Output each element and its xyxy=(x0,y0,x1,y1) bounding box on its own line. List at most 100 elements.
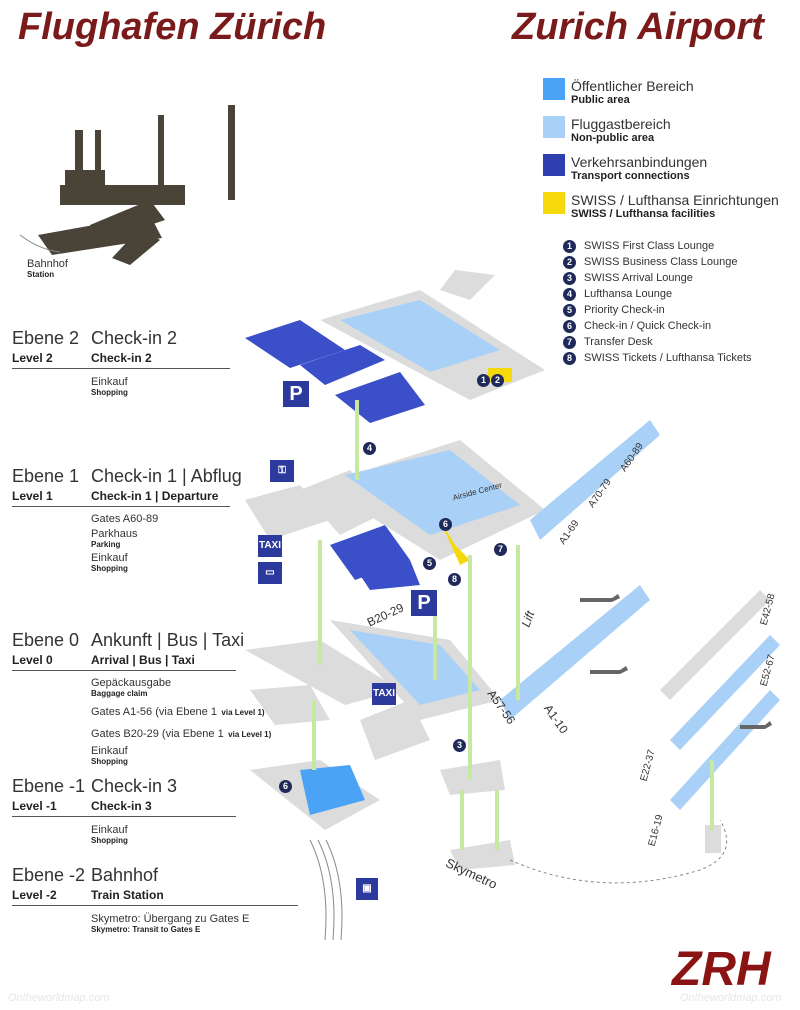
title-english: Zurich Airport xyxy=(512,6,764,48)
facility-number: 6 xyxy=(563,319,576,333)
facility-marker-5: 5 xyxy=(423,557,436,570)
facility-marker-6: 6 xyxy=(439,518,452,531)
facility-marker-1: 1 xyxy=(477,374,490,387)
level-minus-2-area-de: Bahnhof xyxy=(91,865,159,885)
level-minus-1-area-de: Check-in 3 xyxy=(91,776,178,796)
zrh-logo: ZRH xyxy=(672,943,771,996)
level-2-area-de: Check-in 2 xyxy=(91,328,178,348)
facility-marker-7: 7 xyxy=(494,543,507,556)
level-2-name-en: Level 2 xyxy=(12,351,53,365)
level-item-en: Shopping xyxy=(91,388,128,397)
level-divider xyxy=(12,368,230,369)
facility-marker-8: 8 xyxy=(448,573,461,586)
bus-icon: ▭ xyxy=(258,562,282,584)
legend-swatch-non-public xyxy=(543,116,565,138)
facility-number: 8 xyxy=(563,351,576,365)
title-german: Flughafen Zürich xyxy=(18,6,327,48)
facility-label: SWISS Business Class Lounge xyxy=(584,256,738,268)
facility-label: SWISS Tickets / Lufthansa Tickets xyxy=(584,352,752,364)
level-item-en: Shopping xyxy=(91,836,128,845)
level-minus-1-map xyxy=(250,760,380,830)
level-divider xyxy=(12,670,236,671)
level-2-name-de: Ebene 2 xyxy=(12,328,80,348)
facility-label: SWISS Arrival Lounge xyxy=(584,272,693,284)
level-divider xyxy=(12,816,236,817)
legend-item-non-public: Fluggastbereich Non-public area xyxy=(543,116,779,144)
facility-marker-4: 4 xyxy=(363,442,376,455)
train-icon: ▣ xyxy=(356,878,378,900)
level-item-de: Einkauf xyxy=(91,552,128,564)
legend-item-public: Öffentlicher Bereich Public area xyxy=(543,78,779,106)
level-minus-1-area-en: Check-in 3 xyxy=(91,799,152,813)
level-0-map xyxy=(245,585,650,760)
legend: Öffentlicher Bereich Public area Fluggas… xyxy=(543,78,779,220)
facility-item: 2 SWISS Business Class Lounge xyxy=(563,254,752,270)
level-minus-2-rails xyxy=(309,839,343,941)
level-minus-2-name-de: Ebene -2 xyxy=(12,865,86,885)
facility-label: Check-in / Quick Check-in xyxy=(584,320,712,332)
facility-item: 8 SWISS Tickets / Lufthansa Tickets xyxy=(563,350,752,366)
level-1-name-en: Level 1 xyxy=(12,489,53,503)
facility-label: Lufthansa Lounge xyxy=(584,288,673,300)
facility-label: Priority Check-in xyxy=(584,304,665,316)
level-minus-1-name-de: Ebene -1 xyxy=(12,776,86,796)
station-label: Bahnhof Station xyxy=(27,258,68,279)
facility-number: 1 xyxy=(563,239,576,253)
legend-item-swiss: SWISS / Lufthansa Einrichtungen SWISS / … xyxy=(543,192,779,220)
level-item-de: Skymetro: Übergang zu Gates E xyxy=(91,913,250,925)
level-minus-2-name-en: Level -2 xyxy=(12,888,57,902)
legend-swatch-swiss xyxy=(543,192,565,214)
level-item-de: Gates B20-29 (via Ebene 1 xyxy=(91,728,224,740)
facility-item: 7 Transfer Desk xyxy=(563,334,752,350)
level-item-en: Shopping xyxy=(91,757,128,766)
legend-swatch-transport xyxy=(543,154,565,176)
level-minus-2-area-en: Train Station xyxy=(91,888,164,902)
level-0-name-en: Level 0 xyxy=(12,653,53,667)
level-item-de: Einkauf xyxy=(91,824,128,836)
level-item-en: Baggage claim xyxy=(91,689,148,698)
level-divider xyxy=(12,506,230,507)
facility-number: 2 xyxy=(563,255,576,269)
facilities-list: 1 SWISS First Class Lounge 2 SWISS Busin… xyxy=(563,238,752,366)
level-item-de: Einkauf xyxy=(91,745,128,757)
car-rental-icon: ⚿ xyxy=(270,460,294,482)
level-item-en: Shopping xyxy=(91,564,128,573)
level-1-map xyxy=(245,420,660,590)
level-0-name-de: Ebene 0 xyxy=(12,630,80,650)
watermark-right: Ontheworldmap.com xyxy=(680,992,782,1004)
facility-label: Transfer Desk xyxy=(584,336,653,348)
facility-item: 5 Priority Check-in xyxy=(563,302,752,318)
taxi-icon-level-1: TAXI xyxy=(258,535,282,557)
facility-marker-6-level-minus-1: 6 xyxy=(279,780,292,793)
level-2-area-en: Check-in 2 xyxy=(91,351,152,365)
level-1-area-en: Check-in 1 | Departure xyxy=(91,489,219,503)
level-2-block: Ebene 2 Check-in 2 Level 2 Check-in 2 Eink… xyxy=(12,328,230,397)
skymetro-map xyxy=(440,760,728,884)
facility-item: 1 SWISS First Class Lounge xyxy=(563,238,752,254)
facility-number: 7 xyxy=(563,335,576,349)
facility-number: 4 xyxy=(563,287,576,301)
level-item-de: Einkauf xyxy=(91,376,128,388)
facility-label: SWISS First Class Lounge xyxy=(584,240,715,252)
level-item-de: Gates A60-89 xyxy=(91,513,159,525)
watermark-left: Ontheworldmap.com xyxy=(8,992,110,1004)
level-item-en: via Level 1) xyxy=(228,730,272,739)
level-item-de: Gepäckausgabe xyxy=(91,677,172,689)
facility-marker-3: 3 xyxy=(453,739,466,752)
level-0-area-en: Arrival | Bus | Taxi xyxy=(91,653,195,667)
parking-icon-level-1: P xyxy=(411,590,437,616)
legend-item-transport: Verkehrsanbindungen Transport connection… xyxy=(543,154,779,182)
vertical-connectors xyxy=(312,400,714,850)
facility-item: 3 SWISS Arrival Lounge xyxy=(563,270,752,286)
facility-marker-2: 2 xyxy=(491,374,504,387)
dock-e-map xyxy=(660,590,780,853)
level-item-de: Parkhaus xyxy=(91,528,138,540)
taxi-icon: TAXI xyxy=(372,683,396,705)
level-item-en: Skymetro: Transit to Gates E xyxy=(91,925,201,934)
legend-swatch-public xyxy=(543,78,565,100)
facility-item: 4 Lufthansa Lounge xyxy=(563,286,752,302)
